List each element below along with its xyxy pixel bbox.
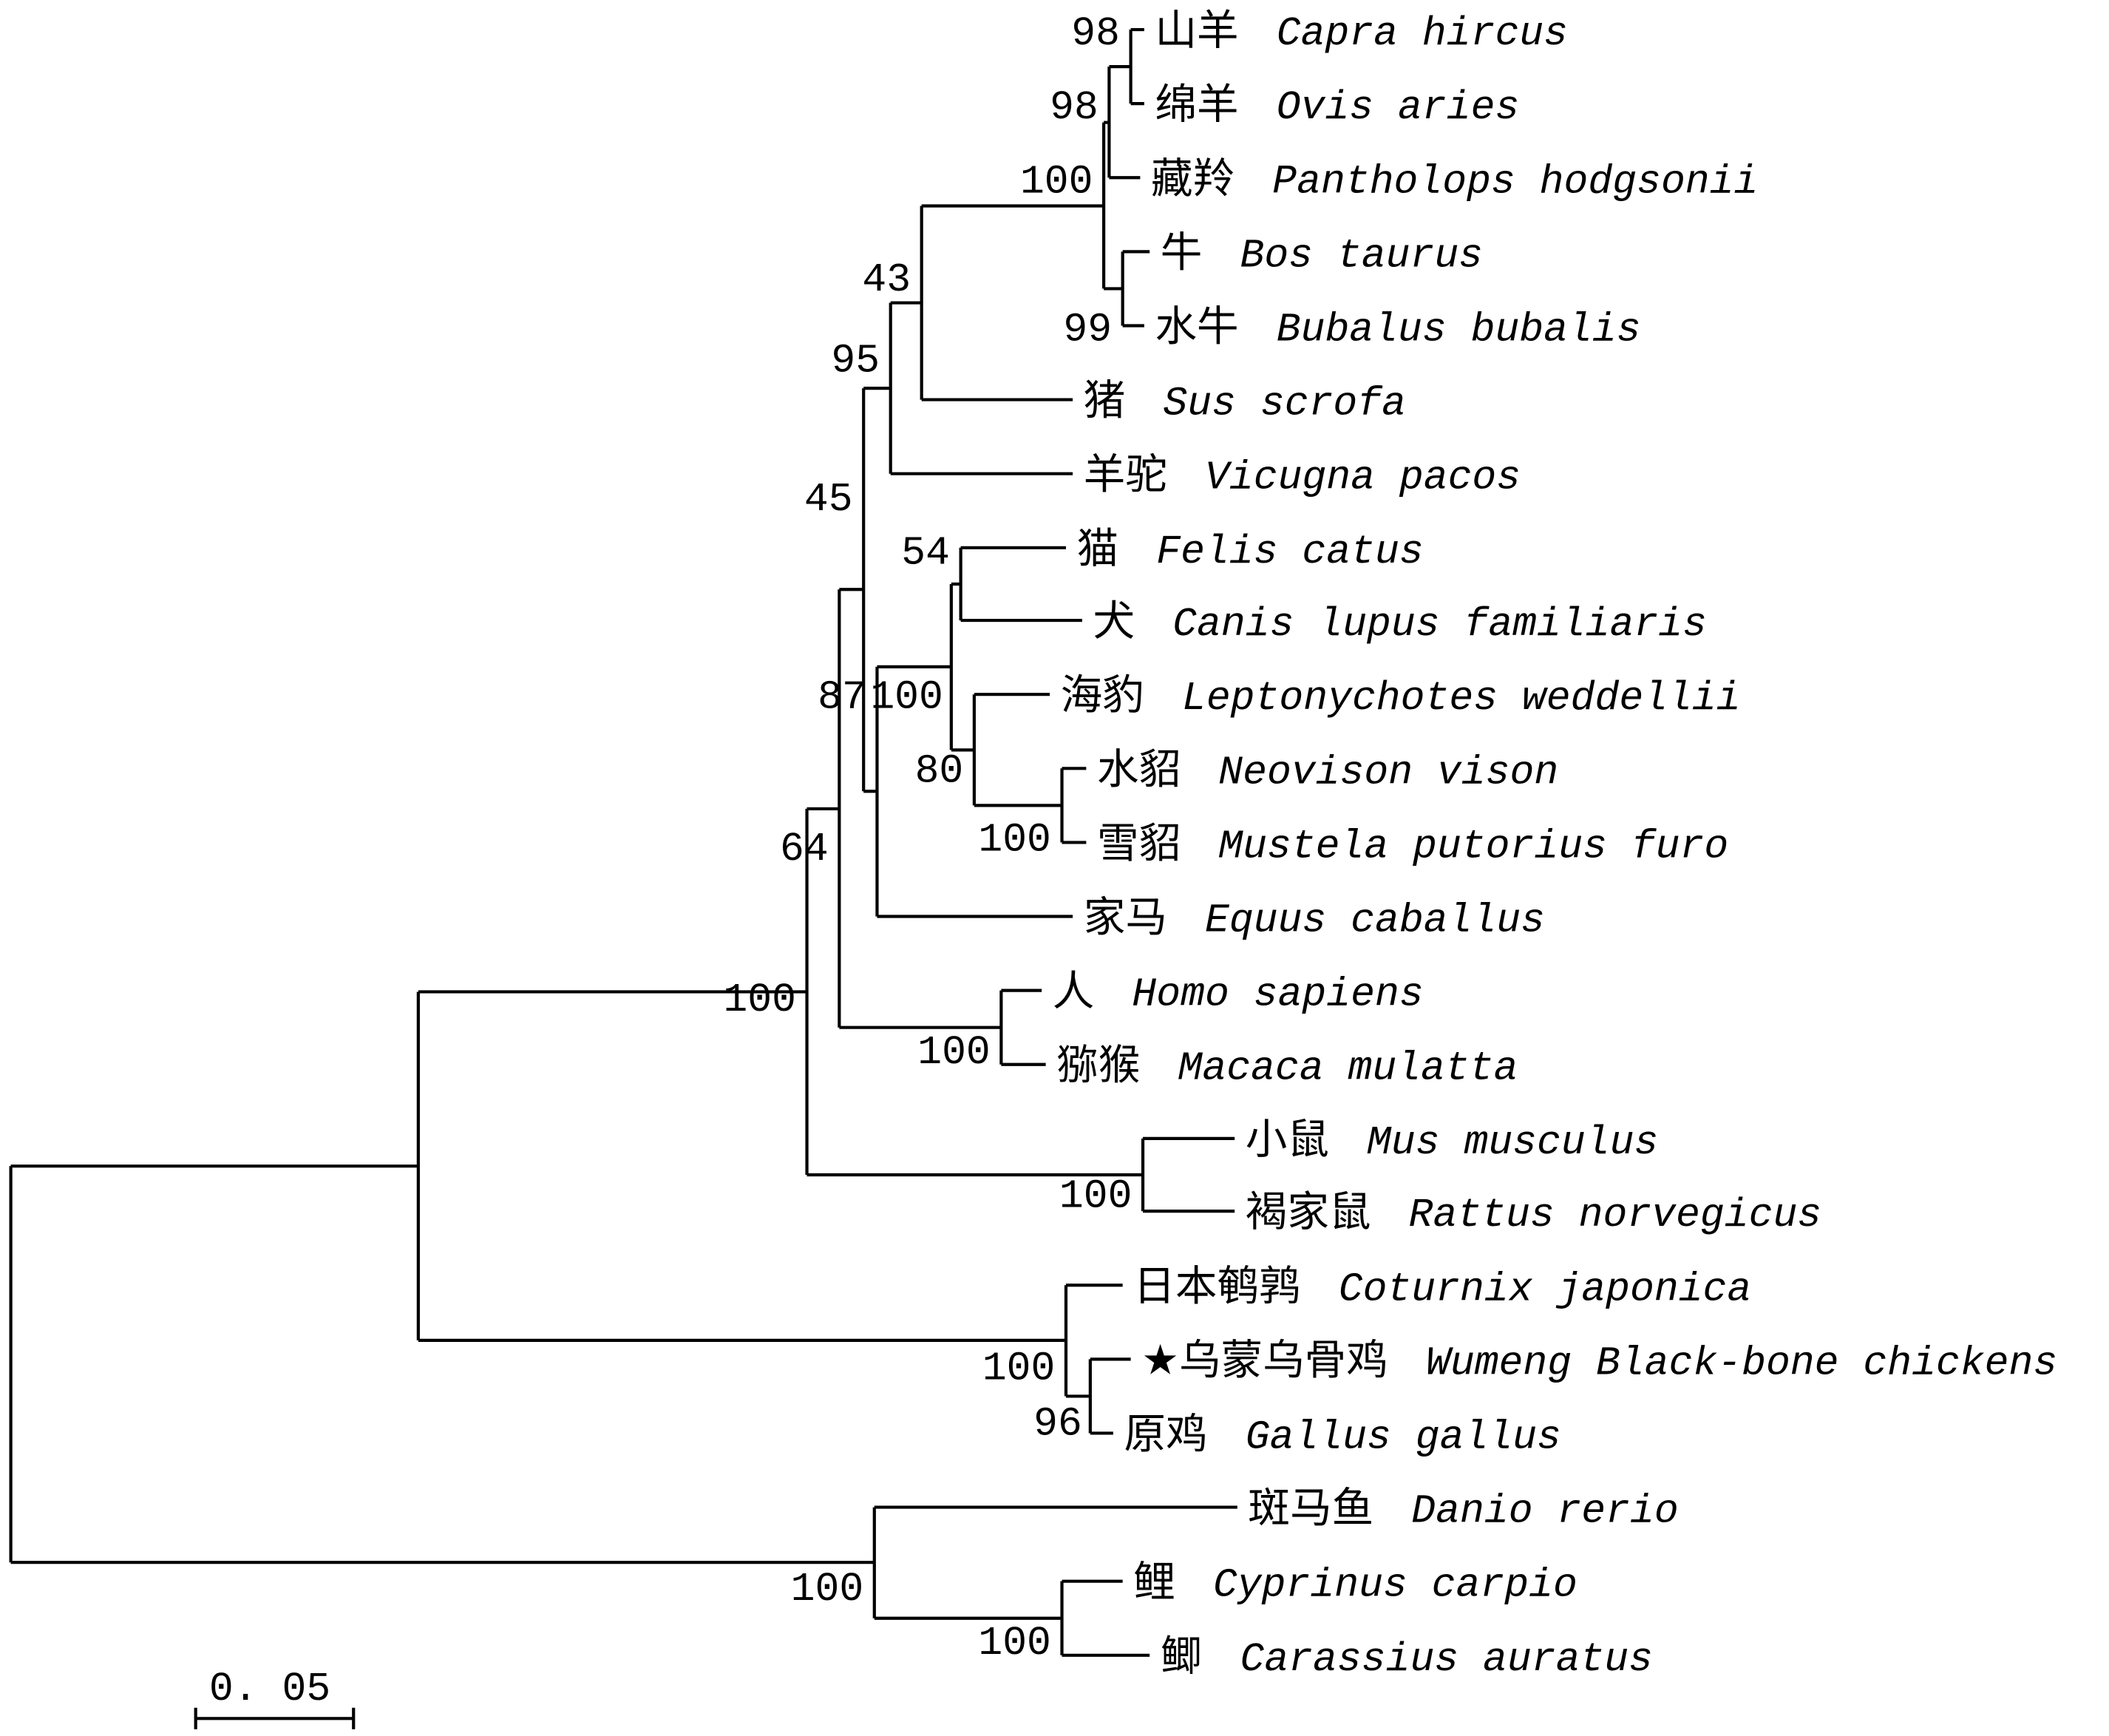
bootstrap-value: 98 bbox=[1071, 11, 1120, 57]
bootstrap-value: 80 bbox=[915, 749, 964, 795]
bootstrap-value: 99 bbox=[1063, 308, 1112, 353]
bootstrap-value: 100 bbox=[1020, 159, 1093, 205]
bootstrap-value: 87 bbox=[818, 674, 866, 720]
bootstrap-value: 100 bbox=[917, 1030, 991, 1076]
bootstrap-value: 100 bbox=[870, 674, 943, 720]
bootstrap-value: 100 bbox=[978, 817, 1051, 863]
bootstrap-value: 100 bbox=[791, 1567, 864, 1613]
bootstrap-value: 45 bbox=[804, 477, 853, 523]
bootstrap-value: 43 bbox=[862, 257, 911, 303]
bootstrap-value: 64 bbox=[780, 827, 829, 872]
scale-bar-label: 0. 05 bbox=[209, 1667, 330, 1712]
bootstrap-value: 100 bbox=[978, 1621, 1051, 1667]
bootstrap-value: 95 bbox=[831, 338, 880, 384]
bootstrap-value: 100 bbox=[1059, 1174, 1132, 1220]
bootstrap-value: 54 bbox=[901, 531, 950, 577]
bootstrap-value: 100 bbox=[982, 1346, 1056, 1392]
bootstrap-value: 96 bbox=[1033, 1401, 1082, 1447]
bootstrap-value: 98 bbox=[1050, 85, 1098, 131]
bootstrap-value: 100 bbox=[723, 977, 796, 1023]
